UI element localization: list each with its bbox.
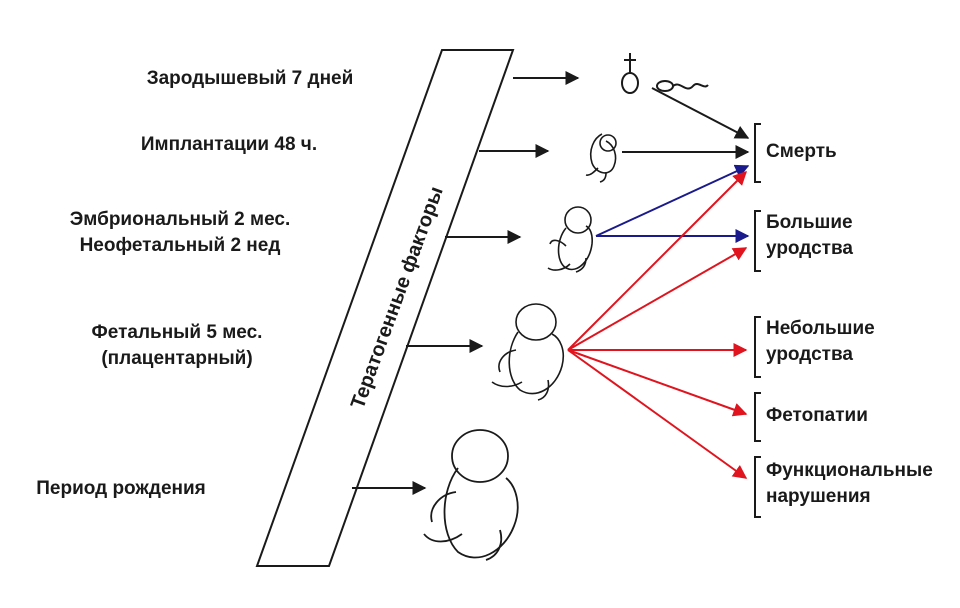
embryo-icon (585, 133, 617, 183)
gamete-symbol-icon (621, 53, 709, 94)
stage-label: Фетальный 5 мес. (плацентарный) (91, 322, 263, 369)
arrow-fetus-fetopathy (567, 349, 748, 417)
outcome-label: Фетопатии (766, 405, 868, 426)
outcome-bracket (754, 392, 761, 442)
outcome-label: Большие уродства (766, 212, 853, 259)
teratogenic-factors-band (255, 49, 515, 567)
stage-label: Зародышевый 7 дней (146, 68, 354, 89)
arrow-fetus-major (567, 247, 748, 351)
stage-label: Эмбриональный 2 мес. Неофетальный 2 нед (69, 209, 291, 256)
stage-label: Период рождения (36, 478, 206, 499)
outcome-bracket (754, 123, 761, 183)
outcome-bracket (754, 210, 761, 272)
outcome-label: Функциональные нарушения (766, 460, 933, 507)
arrow-embryo-death (595, 164, 750, 237)
outcome-bracket (754, 316, 761, 378)
embryo-icon (547, 206, 593, 273)
arrow-fetus-death (567, 171, 747, 351)
arrow-gamete-death (651, 87, 750, 139)
arrow-fetus-functional (567, 349, 748, 479)
outcome-bracket (754, 456, 761, 518)
outcome-label: Небольшие уродства (766, 318, 875, 365)
fetus-icon (491, 303, 565, 401)
outcome-label: Смерть (766, 141, 837, 162)
stage-label: Имплантации 48 ч. (140, 134, 318, 155)
fetus-icon (423, 429, 519, 561)
